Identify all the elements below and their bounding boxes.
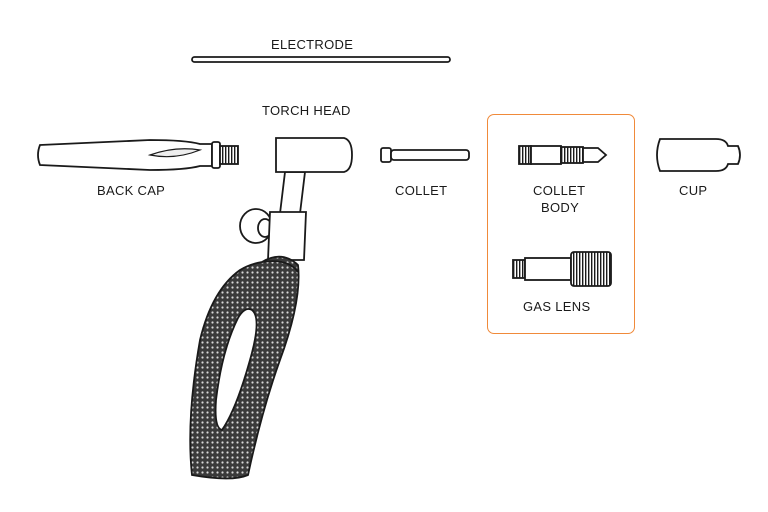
gas-lens <box>512 251 612 287</box>
torch-head <box>189 137 353 480</box>
torch-head-label: TORCH HEAD <box>262 103 351 118</box>
collet <box>380 147 470 163</box>
electrode-rod <box>191 56 451 63</box>
collet-body-label-line1: COLLET <box>533 183 586 198</box>
collet-label: COLLET <box>395 183 448 198</box>
collet-body-label-line2: BODY <box>541 200 580 215</box>
back-cap-label: BACK CAP <box>97 183 166 198</box>
electrode-label: ELECTRODE <box>271 37 354 52</box>
cup-label: CUP <box>679 183 708 198</box>
back-cap <box>37 139 239 171</box>
cup <box>656 138 741 172</box>
gas-lens-label: GAS LENS <box>523 299 591 314</box>
collet-body <box>518 145 608 165</box>
collet-body-gas-lens-highlight <box>487 114 635 334</box>
